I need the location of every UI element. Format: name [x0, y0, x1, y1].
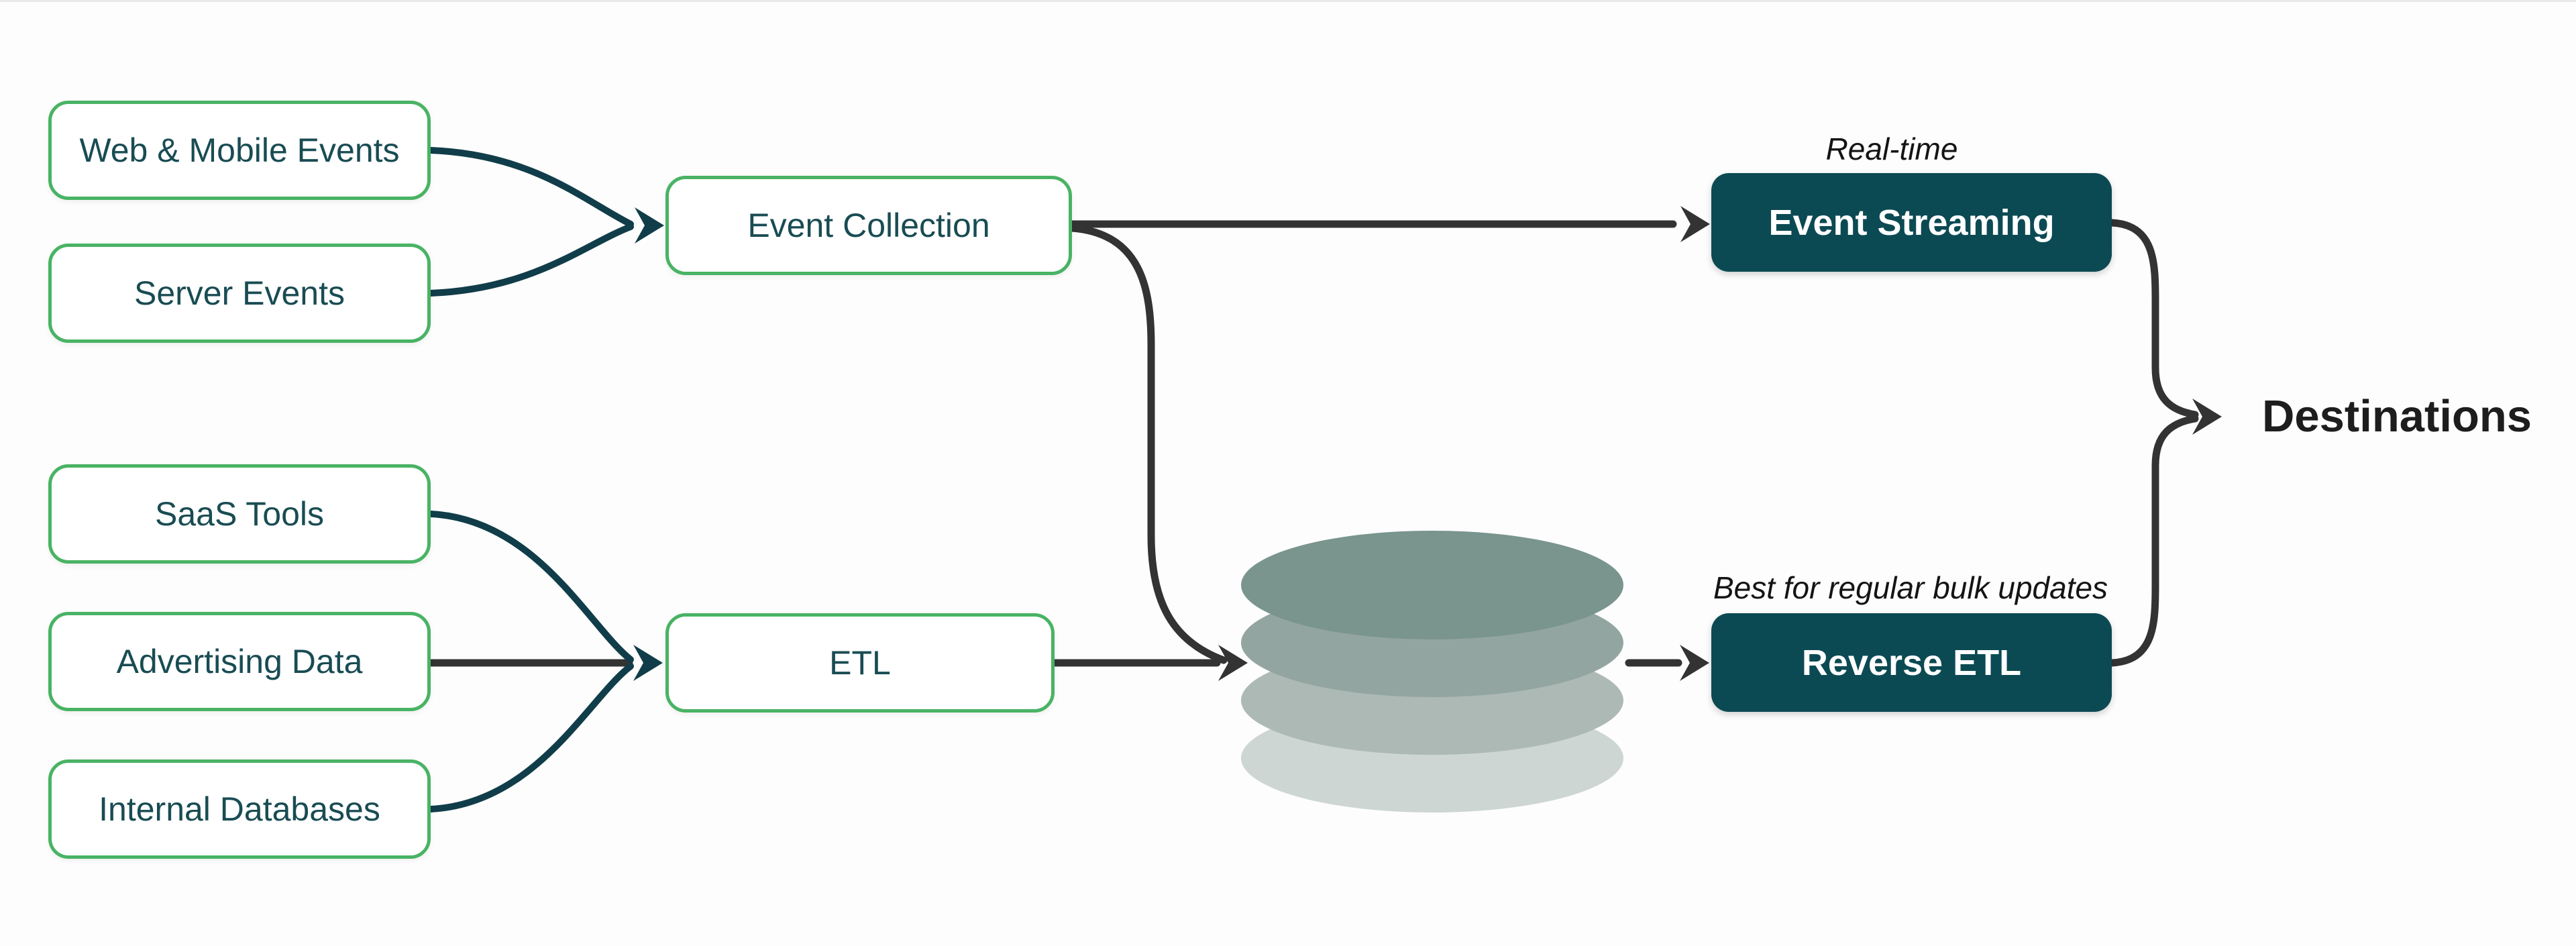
node-etl: ETL	[665, 613, 1055, 713]
edge-event-collection-to-warehouse	[1068, 224, 1228, 664]
node-label: Reverse ETL	[1801, 642, 2022, 683]
arrowhead-destinations	[2192, 399, 2222, 435]
teal-arrowheads	[633, 207, 664, 681]
node-label: Web & Mobile Events	[79, 132, 400, 169]
arrowhead-warehouse	[1218, 645, 1248, 681]
node-label: ETL	[829, 644, 891, 682]
destinations-label: Destinations	[2262, 391, 2532, 441]
node-server-events: Server Events	[48, 244, 431, 343]
node-event-streaming: Event Streaming	[1711, 173, 2112, 272]
edge-event-streaming-to-destinations	[2108, 219, 2199, 419]
edge-saas-to-etl	[427, 511, 634, 663]
edge-internal-db-to-etl	[427, 663, 634, 812]
gray-edges	[427, 219, 2199, 667]
gray-arrowheads	[1218, 206, 2222, 681]
arrowhead-event-collection	[635, 207, 664, 244]
node-saas-tools: SaaS Tools	[48, 464, 431, 564]
edge-reverse-etl-to-destinations	[2108, 415, 2199, 667]
node-label: Server Events	[133, 274, 345, 312]
teal-edges	[427, 147, 634, 812]
database-layer-1	[1241, 531, 1623, 639]
node-event-collection: Event Collection	[665, 176, 1072, 275]
node-web-mobile-events: Web & Mobile Events	[48, 101, 431, 200]
node-internal-databases: Internal Databases	[48, 759, 431, 859]
edge-server-to-event-collection	[427, 223, 634, 297]
node-reverse-etl: Reverse ETL	[1711, 613, 2112, 712]
node-label: Internal Databases	[99, 790, 380, 828]
node-advertising-data: Advertising Data	[48, 612, 431, 711]
node-label: SaaS Tools	[154, 495, 325, 533]
arrowhead-etl	[633, 645, 663, 681]
arrowhead-event-streaming	[1680, 206, 1710, 242]
node-label: Event Streaming	[1768, 202, 2055, 243]
node-label: Event Collection	[747, 207, 990, 244]
annotation-real-time: Real-time	[1825, 132, 1958, 166]
edge-web-mobile-to-event-collection	[427, 147, 634, 227]
annotation-bulk-updates: Best for regular bulk updates	[1713, 570, 2108, 605]
node-label: Advertising Data	[116, 643, 363, 680]
arrowhead-reverse-etl	[1680, 645, 1709, 681]
database-cylinder-icon	[1241, 531, 1623, 812]
